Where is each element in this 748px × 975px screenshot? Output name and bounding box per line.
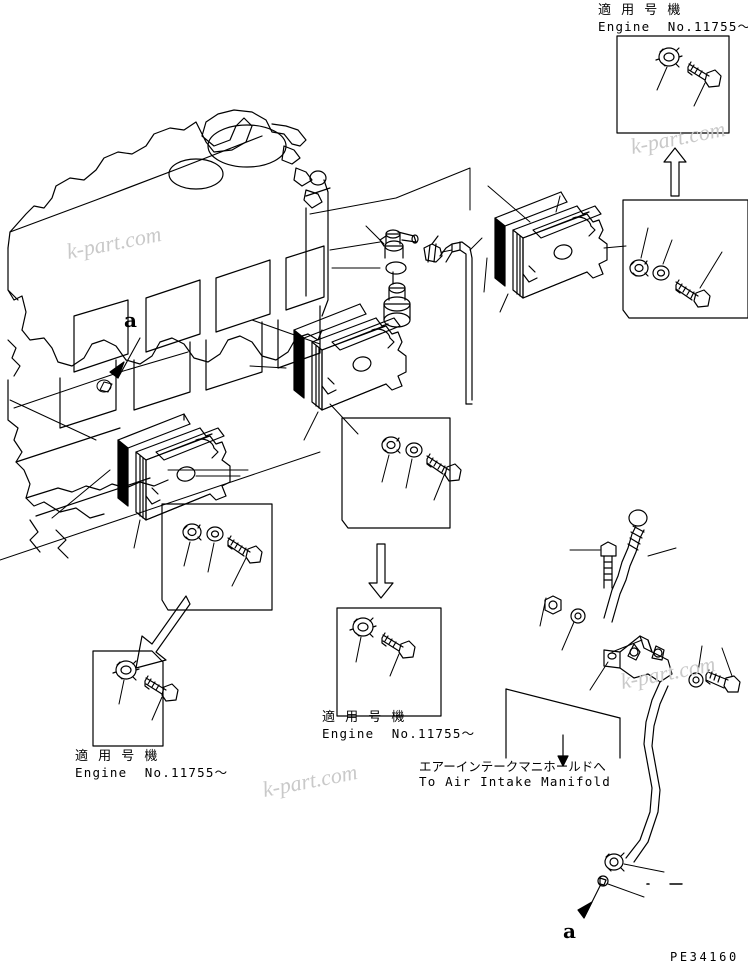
- bolt-inset-tr: [687, 61, 722, 88]
- bolt-middle: [426, 453, 462, 482]
- note-bottom-left: 適 用 号 機 Engine No.11755〜: [75, 749, 229, 780]
- tube-bracket-assembly: [539, 509, 741, 919]
- lock-washer-middle: [405, 442, 423, 458]
- tube-connector-lower: [597, 852, 665, 898]
- washer-right: [629, 259, 649, 277]
- bolt-inset-bc: [381, 632, 416, 659]
- washer-bracket: [561, 608, 586, 651]
- inset-box-bottom-center: [336, 607, 442, 717]
- washer-inset-bl: [112, 660, 140, 681]
- note-top-right-en: Engine No.11755〜: [598, 18, 748, 34]
- detail-box-left: [161, 503, 273, 611]
- note-bottom-left-en: Engine No.11755〜: [75, 764, 229, 780]
- nut-bracket: [539, 595, 562, 627]
- washer-middle: [381, 436, 401, 454]
- detail-box-middle: [341, 417, 462, 529]
- note-top-right: 適 用 号 機 Engine No.11755〜: [598, 3, 748, 34]
- bolt-right: [675, 279, 711, 308]
- cover-plate-middle: [249, 225, 419, 441]
- washer-inset-tr: [655, 47, 683, 68]
- bolt-inset-bl: [144, 675, 179, 702]
- inset-box-bottom-left: [92, 650, 179, 747]
- callout-air-intake-en: To Air Intake Manifold: [419, 774, 611, 790]
- part-number: PE34160: [670, 950, 739, 964]
- lock-washer-left: [206, 526, 224, 542]
- engine-block-outline: [0, 109, 331, 561]
- bolt-bracket-right: [705, 647, 741, 693]
- arrow-to-note-top-right: [663, 147, 687, 197]
- note-bottom-left-jp: 適 用 号 機: [75, 749, 161, 764]
- note-bottom-center-en: Engine No.11755〜: [322, 725, 476, 741]
- ref-label-a-upper: a: [124, 308, 137, 332]
- assembly-leader-lines: [9, 167, 471, 441]
- washer-left: [182, 523, 202, 541]
- ref-a-lower-arrow: [577, 885, 601, 919]
- arrow-to-note-bottom-center: [368, 543, 394, 599]
- ref-label-a-lower: a: [563, 919, 576, 943]
- air-intake-leader: [505, 688, 621, 767]
- washer-inset-bc: [349, 617, 377, 638]
- callout-air-intake-jp: エアーインテークマニホールドへ: [419, 759, 606, 774]
- note-bottom-center: 適 用 号 機 Engine No.11755〜: [322, 710, 476, 741]
- cover-plate-right: [483, 185, 627, 313]
- valve-fitting: [379, 229, 419, 328]
- bolt-bracket-top: [569, 541, 617, 589]
- inset-box-top-right: [616, 35, 730, 134]
- cover-plate-left: [51, 413, 249, 549]
- hose-clamp-and-tube: [423, 235, 483, 405]
- bolt-left: [227, 535, 263, 564]
- lock-washer-right: [652, 265, 670, 281]
- detail-box-right: [622, 199, 748, 319]
- note-bottom-center-jp: 適 用 号 機: [322, 710, 408, 725]
- callout-air-intake: エアーインテークマニホールドへ To Air Intake Manifold: [419, 759, 611, 790]
- arrow-to-note-bottom-left: [135, 595, 191, 669]
- washer-bracket-right: [688, 645, 704, 688]
- note-top-right-jp: 適 用 号 機: [598, 3, 684, 18]
- bracket-body: [589, 635, 673, 691]
